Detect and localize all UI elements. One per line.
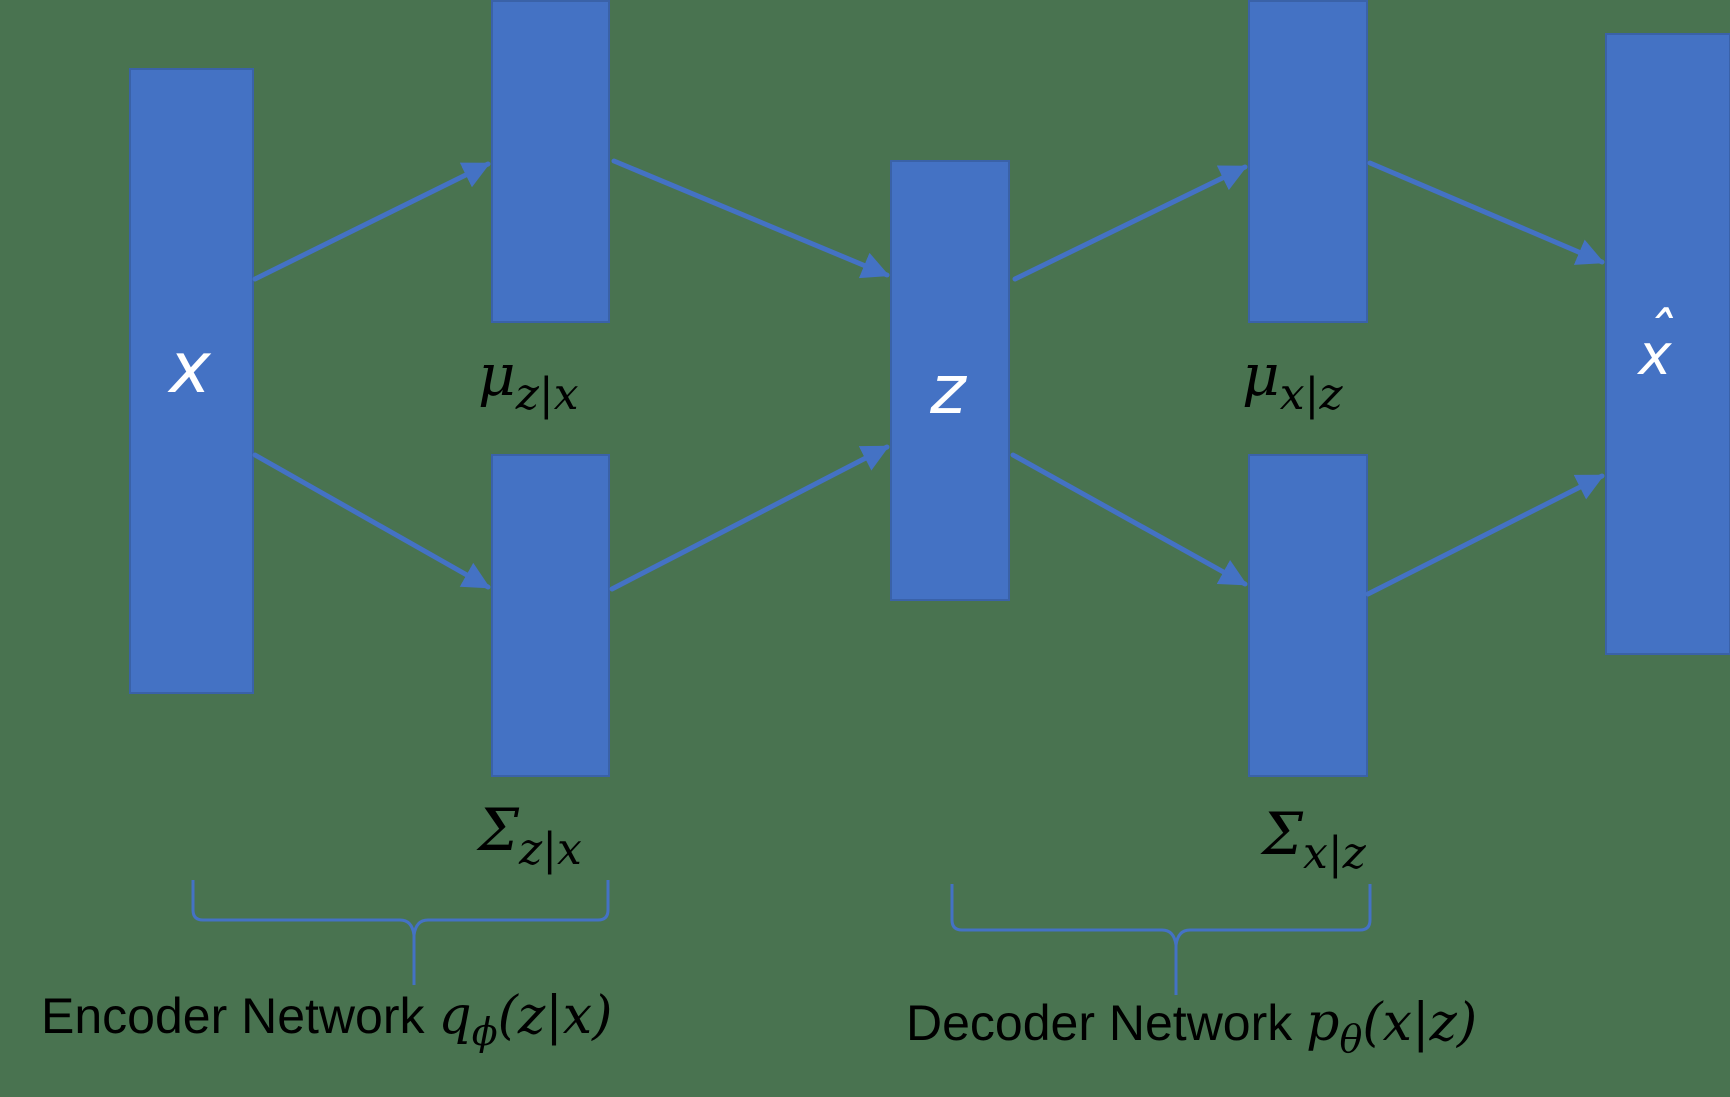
output-label: x (1636, 323, 1672, 388)
decoder-mu-symbol: μ (1242, 341, 1280, 409)
arrow-latent-to-decoder-sigma (1010, 452, 1248, 587)
arrow-encoder-sigma-to-latent (609, 444, 890, 592)
encoder-sigma-block (491, 454, 610, 777)
decoder-sigma-symbol: Σ (1260, 800, 1304, 868)
decoder-fn-subscript: θ (1339, 1017, 1362, 1061)
decoder-sigma-block (1248, 454, 1368, 777)
decoder-brace (950, 884, 1372, 947)
arrow-decoder-sigma-to-output (1365, 473, 1605, 597)
latent-label: z (929, 351, 967, 430)
encoder-sigma-label: Σz|x (476, 796, 582, 875)
input-label: x (167, 327, 211, 409)
encoder-caption-text: Encoder Network (41, 988, 438, 1044)
decoder-mu-label: μx|z (1242, 341, 1343, 420)
decoder-fn: p (1306, 993, 1339, 1053)
encoder-fn-args: (z|x) (498, 986, 613, 1046)
encoder-sigma-symbol: Σ (476, 796, 520, 864)
encoder-fn: q (438, 986, 471, 1046)
output-hat: ˆ (1646, 300, 1675, 368)
arrow-input-to-encoder-mu (252, 161, 491, 282)
arrow-latent-to-decoder-mu (1012, 164, 1248, 282)
encoder-mu-symbol: μ (478, 341, 516, 409)
decoder-mu-subscript: x|z (1280, 369, 1344, 420)
decoder-sigma-label: Σx|z (1260, 800, 1367, 879)
decoder-sigma-subscript: x|z (1303, 828, 1367, 879)
encoder-mu-label: μz|x (478, 341, 579, 420)
decoder-caption: Decoder Network pθ(x|z) (906, 993, 1477, 1061)
decoder-caption-text: Decoder Network (906, 995, 1306, 1051)
encoder-mu-block (491, 0, 610, 323)
encoder-sigma-subscript: z|x (518, 824, 582, 875)
decoder-fn-args: (x|z) (1362, 993, 1477, 1053)
encoder-brace (191, 880, 610, 937)
latent-block (890, 160, 1010, 601)
arrow-input-to-encoder-sigma (252, 452, 491, 590)
input-block (129, 68, 254, 694)
output-block (1605, 33, 1730, 655)
encoder-fn-subscript: ϕ (472, 1010, 498, 1054)
encoder-caption: Encoder Network qϕ(z|x) (41, 986, 612, 1054)
encoder-mu-subscript: z|x (515, 369, 579, 420)
decoder-mu-block (1248, 0, 1368, 323)
arrow-decoder-mu-to-output (1367, 160, 1605, 265)
arrow-encoder-mu-to-latent (611, 158, 890, 279)
